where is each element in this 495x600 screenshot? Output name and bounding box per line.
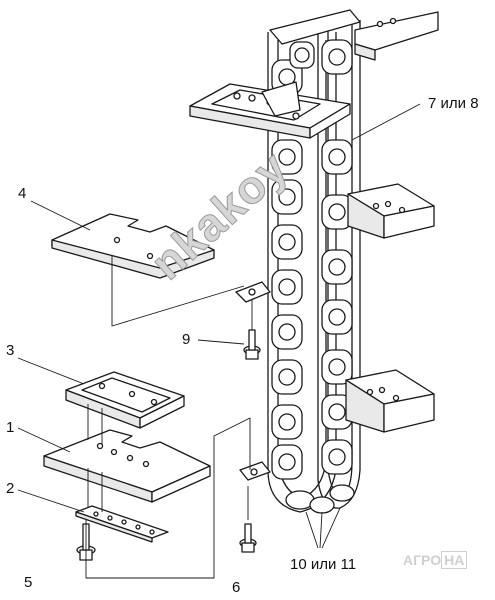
callout-1: 1 — [6, 419, 15, 436]
logo-text-2: НА — [441, 551, 468, 569]
callout-9: 9 — [182, 331, 191, 348]
chain-flight-lower-right — [345, 369, 435, 433]
callout-2: 2 — [6, 480, 15, 497]
conveyor-chain — [267, 9, 361, 514]
chain-flight-top-right — [354, 11, 439, 61]
logo-text-1: АГРО — [403, 552, 442, 568]
callout-10-or-11: 10 или 11 — [290, 556, 357, 573]
part-9-bolt — [243, 329, 261, 360]
part-6-bolt — [239, 523, 257, 553]
callout-4: 4 — [18, 185, 27, 202]
callout-leaders — [17, 103, 421, 549]
part-4-plate — [51, 213, 215, 279]
chain-flight-middle-right — [347, 183, 435, 239]
callout-6: 6 — [232, 579, 241, 596]
part-1-plate — [43, 429, 211, 503]
part-3-bracket — [65, 371, 185, 429]
callout-5: 5 — [24, 574, 33, 591]
callout-3: 3 — [6, 342, 15, 359]
callout-7-or-8: 7 или 8 — [428, 95, 479, 112]
chain-flight-top-left — [189, 81, 351, 139]
part-2-strip — [75, 505, 169, 543]
assembly-guide-lines — [85, 256, 253, 579]
